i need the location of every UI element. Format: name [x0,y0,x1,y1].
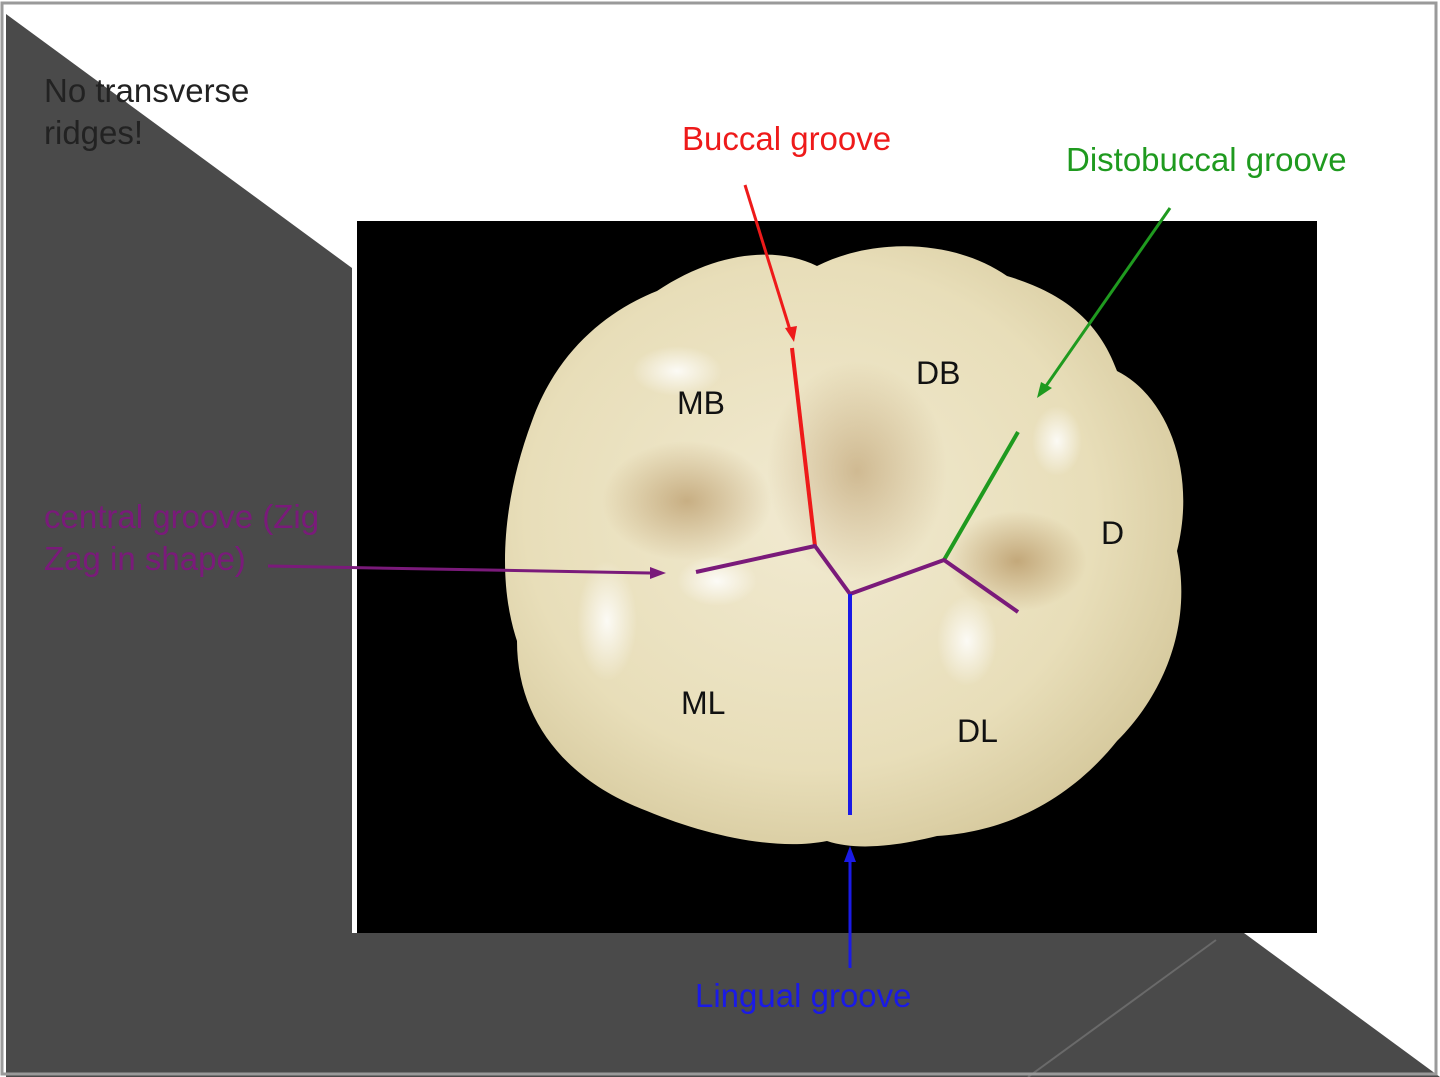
central-groove-line [695,544,1020,614]
central-arrow-line [267,564,651,575]
lingual-arrow-head [844,846,856,862]
no-transverse-ridges-note: No transverse ridges! [44,72,250,151]
enamel-highlight [1032,406,1082,476]
cusp-label-d: D [1101,515,1125,551]
dark-background-shape [6,14,1440,1077]
enamel-highlight [937,596,997,686]
lingual-groove-group [844,594,856,968]
buccal-groove-line [790,347,817,547]
enamel-highlight [632,346,722,396]
distobuccal-arrow-line [1044,207,1172,387]
distobuccal-groove-line [942,430,1020,562]
distobuccal-groove-label: Distobuccal groove [1066,141,1347,178]
buccal-arrow-head [785,326,797,342]
buccal-groove-group [743,184,817,547]
buccal-groove-label: Buccal groove [682,120,892,157]
enamel-highlight [677,556,757,606]
buccal-arrow-line [743,184,792,331]
lingual-groove-label: Lingual groove [695,977,912,1014]
distobuccal-groove-group [942,207,1172,562]
cusp-label-dl: DL [957,713,998,749]
cusp-label-mb: MB [677,385,725,421]
cusp-label-db: DB [916,355,961,391]
cusp-label-ml: ML [681,685,726,721]
central-arrow-head [650,567,666,579]
central-groove-group [267,544,1020,614]
mesial-fossa-shadow [602,441,772,561]
background-crease-line [1027,939,1217,1077]
distobuccal-arrow-head [1037,382,1052,398]
central-groove-label: central groove (Zig Zag in shape) [44,498,320,577]
enamel-highlight [577,561,637,681]
